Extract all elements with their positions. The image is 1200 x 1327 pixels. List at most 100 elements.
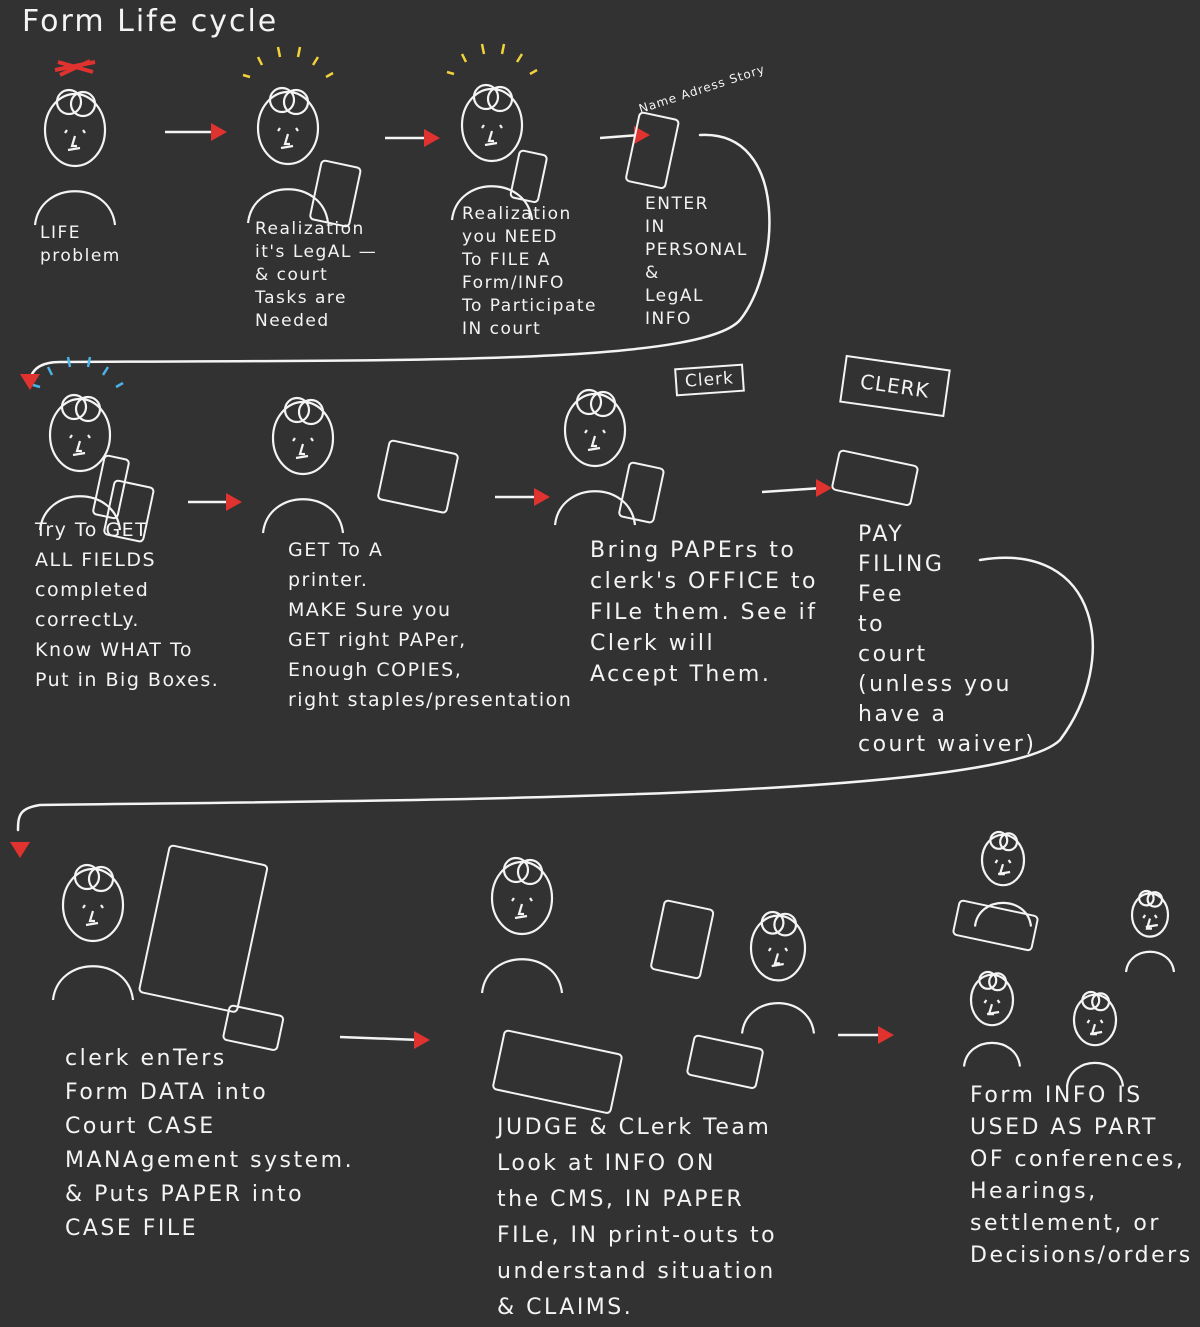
- hair-loop: [978, 970, 998, 990]
- alert-ray: [115, 381, 124, 389]
- hair-loop: [69, 90, 97, 118]
- alert-ray: [46, 366, 54, 376]
- alert-icon-yellow: [446, 43, 538, 76]
- alert-ray: [460, 53, 468, 63]
- step-form-info-used: Form INFO IS USED AS PART OF conferences…: [970, 1083, 1193, 1268]
- flow-arrow: [165, 123, 227, 141]
- arrow-head: [10, 842, 30, 858]
- alert-ray: [529, 68, 538, 76]
- flow-arrow: [339, 1031, 430, 1049]
- figure-printer: [261, 396, 345, 534]
- figure-hearing-2: [962, 970, 1022, 1067]
- shoulders: [962, 1041, 1022, 1067]
- hair-loop: [999, 832, 1019, 852]
- laptop-icon: [686, 1034, 764, 1089]
- face: [69, 434, 91, 457]
- face: [511, 897, 533, 920]
- diagram-title: Form Life cycle: [22, 4, 279, 39]
- arrow-shaft: [599, 133, 641, 140]
- arrow-head: [20, 374, 40, 390]
- alert-ray: [86, 356, 92, 368]
- paper-icon: [650, 899, 715, 980]
- shoulders: [740, 1002, 816, 1034]
- hair-loop: [1146, 891, 1164, 908]
- clerk-sign: Clerk: [674, 363, 745, 397]
- hair-loop: [486, 85, 514, 113]
- face: [584, 429, 606, 452]
- hair-loop: [282, 88, 310, 116]
- face: [983, 999, 1001, 1016]
- figure-realization: [246, 86, 330, 224]
- hair-loop: [502, 856, 530, 884]
- arrow-head: [414, 1031, 430, 1049]
- alert-ray: [500, 43, 506, 55]
- phone-icon: [509, 149, 548, 204]
- hair-loop: [989, 830, 1009, 850]
- shoulders: [1124, 950, 1176, 973]
- figure-bring-papers: [553, 388, 637, 526]
- step-judge-clerk-review: JUDGE & CLerk Team Look at INFO ON the C…: [497, 1115, 778, 1320]
- shoulders: [33, 190, 117, 226]
- hair-loop: [760, 910, 785, 935]
- tablet-icon: [625, 111, 680, 190]
- hair-loop: [268, 86, 296, 114]
- shoulders: [480, 958, 564, 994]
- arrow-head: [816, 479, 832, 497]
- shoulders: [553, 490, 637, 526]
- alert-ray: [66, 356, 72, 368]
- figure-hearing-3: [1065, 990, 1125, 1087]
- stress-scribble-icon: [54, 59, 96, 77]
- figure-judge: [480, 856, 564, 994]
- hair-loop: [87, 865, 115, 893]
- hair-loop: [60, 393, 88, 421]
- figure-life-problem: [33, 88, 117, 226]
- step-clerk-enters-data: clerk enTers Form DATA into Court CASE M…: [65, 1046, 355, 1241]
- arrow-head: [424, 129, 440, 147]
- face: [1142, 914, 1158, 930]
- figure-need-form: [450, 83, 534, 221]
- face: [82, 904, 104, 927]
- alert-ray: [101, 366, 110, 376]
- laptop-icon: [952, 899, 1039, 952]
- shoulders: [973, 901, 1033, 927]
- hair-loop: [297, 398, 325, 426]
- face: [994, 859, 1012, 876]
- step-realization-legal: Realization it's LegAL — & court Tasks a…: [255, 219, 378, 331]
- figure-clerk-team: [740, 910, 816, 1034]
- step-enter-info: ENTER IN PERSONAL & LegAL INFO: [645, 194, 748, 329]
- flow-arrow: [599, 126, 650, 144]
- printer-icon: [377, 439, 459, 514]
- form-paper-icon: [309, 159, 362, 228]
- arrow-shaft: [339, 1035, 421, 1042]
- hair-loop: [73, 863, 101, 891]
- face: [767, 947, 789, 968]
- step-life-problem: LIFE problem: [40, 223, 121, 266]
- flow-arrow: [495, 488, 550, 506]
- figure-hearing-1: [973, 830, 1033, 927]
- money-icon: [831, 449, 919, 507]
- step-complete-fields: Try To GET ALL FIELDS completed correctL…: [35, 519, 220, 691]
- phone-icon: [92, 454, 130, 520]
- face: [64, 129, 86, 152]
- computer-monitor-icon: [138, 844, 269, 1013]
- alert-ray: [256, 56, 264, 66]
- arrow-head: [634, 126, 650, 144]
- shoulders: [450, 185, 534, 221]
- figure-filling-fields: [38, 393, 122, 531]
- shoulders: [1065, 1061, 1125, 1087]
- connector-curve-row1-row2: [28, 133, 771, 382]
- alert-ray: [515, 53, 524, 63]
- step-pay-fee: PAY FILING Fee to court (unless you have…: [858, 522, 1037, 757]
- problem-paper-icon: [103, 479, 155, 543]
- alert-ray: [311, 56, 320, 66]
- shoulders: [261, 498, 345, 534]
- face: [1086, 1019, 1104, 1036]
- step-realization-file-form: Realization you NEED To FILE A Form/INFO…: [462, 204, 597, 339]
- connector-curve-row2-row3: [16, 556, 1094, 832]
- hair-loop: [283, 396, 311, 424]
- phone-icon: [618, 461, 665, 524]
- hair-loop: [589, 390, 617, 418]
- figure-hearing-4: [1124, 889, 1176, 973]
- alert-ray: [446, 70, 455, 76]
